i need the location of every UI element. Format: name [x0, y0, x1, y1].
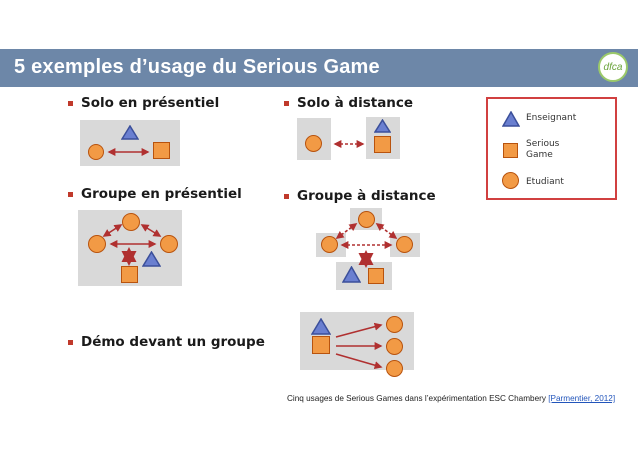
legend-serious: Serious: [526, 139, 560, 149]
heading-groupe-presentiel-label: Groupe en présentiel: [81, 186, 242, 202]
bullet-icon: [68, 100, 73, 106]
caption-text: Cinq usages de Serious Games dans l’expé…: [287, 394, 549, 403]
heading-solo-presentiel-label: Solo en présentiel: [81, 95, 220, 111]
student-icon: [386, 360, 403, 377]
dfca-logo: dfca: [598, 52, 628, 82]
student-icon: [502, 172, 519, 189]
student-icon: [386, 338, 403, 355]
heading-groupe-distance: Groupe à distance: [284, 188, 436, 204]
teacher-icon: [502, 111, 520, 127]
heading-solo-distance: Solo à distance: [284, 95, 413, 111]
student-icon: [358, 211, 375, 228]
page-title: 5 exemples d’usage du Serious Game: [14, 56, 380, 78]
student-icon: [396, 236, 413, 253]
teacher-icon: [374, 119, 391, 133]
heading-groupe-distance-label: Groupe à distance: [297, 188, 436, 204]
bullet-icon: [68, 339, 73, 345]
heading-solo-presentiel: Solo en présentiel: [68, 95, 219, 111]
game-icon: [121, 266, 138, 283]
game-icon: [503, 143, 518, 158]
figure-caption: Cinq usages de Serious Games dans l’expé…: [287, 394, 615, 403]
bullet-icon: [284, 193, 289, 199]
game-icon: [312, 336, 330, 354]
legend-game: Game: [526, 150, 553, 160]
student-icon: [305, 135, 322, 152]
teacher-icon: [121, 125, 139, 140]
student-icon: [321, 236, 338, 253]
heading-demo-groupe-label: Démo devant un groupe: [81, 334, 265, 350]
student-icon: [88, 144, 104, 160]
heading-demo-groupe: Démo devant un groupe: [68, 334, 265, 350]
student-icon: [160, 235, 178, 253]
heading-groupe-presentiel: Groupe en présentiel: [68, 186, 242, 202]
bullet-icon: [284, 100, 289, 106]
teacher-icon: [342, 266, 361, 283]
citation-link[interactable]: [Parmentier, 2012]: [548, 394, 616, 403]
heading-solo-distance-label: Solo à distance: [297, 95, 414, 111]
legend-etudiant: Etudiant: [526, 177, 564, 187]
legend-enseignant: Enseignant: [526, 113, 577, 123]
student-icon: [88, 235, 106, 253]
game-icon: [368, 268, 384, 284]
game-icon: [153, 142, 170, 159]
game-icon: [374, 136, 391, 153]
logo-text: dfca: [603, 61, 623, 73]
student-icon: [386, 316, 403, 333]
bullet-icon: [68, 191, 73, 197]
teacher-icon: [311, 318, 331, 335]
student-icon: [122, 213, 140, 231]
title-bar: 5 exemples d’usage du Serious Game dfca: [0, 49, 638, 87]
legend-box: Enseignant Serious Game Etudiant: [486, 97, 617, 200]
teacher-icon: [142, 251, 161, 267]
